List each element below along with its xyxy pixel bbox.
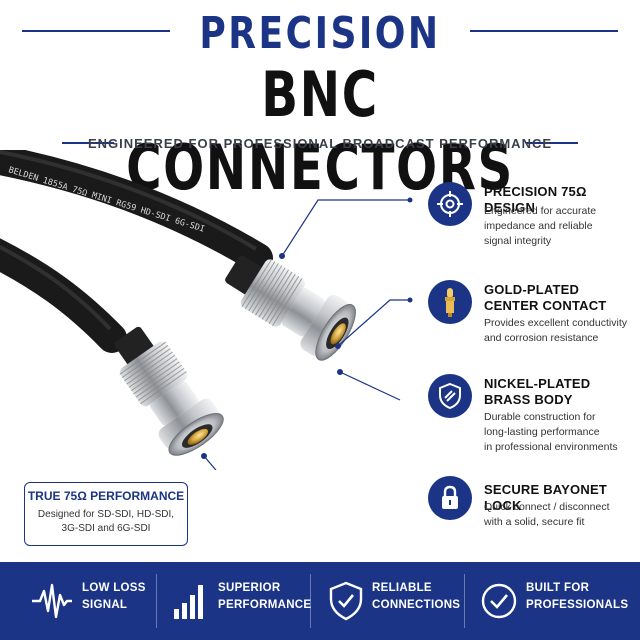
upper-cable <box>0 150 273 273</box>
feature-bayonet-lock: SECURE BAYONET LOCK Quick connect / disc… <box>428 476 640 536</box>
shield-check-icon <box>329 581 363 621</box>
feature-title: PRECISION 75Ω DESIGN <box>484 184 587 215</box>
page-subtitle: ENGINEERED FOR PROFESSIONAL BROADCAST PE… <box>87 136 553 151</box>
upper-bnc-connector <box>225 255 356 361</box>
callout-line-nickel <box>339 371 401 401</box>
header-rule-right <box>470 30 618 32</box>
callout-line-precision <box>281 199 410 257</box>
subtitle-rule-left <box>62 142 114 144</box>
header-rule-left <box>22 30 170 32</box>
feature-title: SECURE BAYONET LOCK <box>484 482 607 513</box>
feature-precision-design: PRECISION 75Ω DESIGN Engineered for accu… <box>428 182 640 252</box>
lower-cable <box>0 238 127 353</box>
performance-desc: Designed for SD-SDI, HD-SDI,3G-SDI and 6… <box>37 509 175 534</box>
performance-box: TRUE 75Ω PERFORMANCE Designed for SD-SDI… <box>24 482 188 546</box>
lock-icon <box>428 476 472 520</box>
lower-bnc-connector <box>114 326 224 456</box>
subtitle-rule-right <box>526 142 578 144</box>
shield-icon <box>428 374 472 418</box>
waveform-icon <box>32 583 72 619</box>
signal-bars-icon <box>174 585 203 619</box>
check-circle-icon <box>481 583 517 619</box>
cable-illustration: BELDEN 1855A 75Ω MINI RG59 HD-SDI 6G-SDI <box>0 150 413 470</box>
callout-line-lock <box>203 455 217 470</box>
divider <box>464 574 465 628</box>
performance-title: TRUE 75Ω PERFORMANCE <box>27 489 185 503</box>
target-icon <box>428 182 472 226</box>
title-precision: PRECISION <box>199 8 441 59</box>
gold-pin-icon <box>428 280 472 324</box>
divider <box>310 574 311 628</box>
divider <box>156 574 157 628</box>
callout-line-gold <box>337 299 410 347</box>
